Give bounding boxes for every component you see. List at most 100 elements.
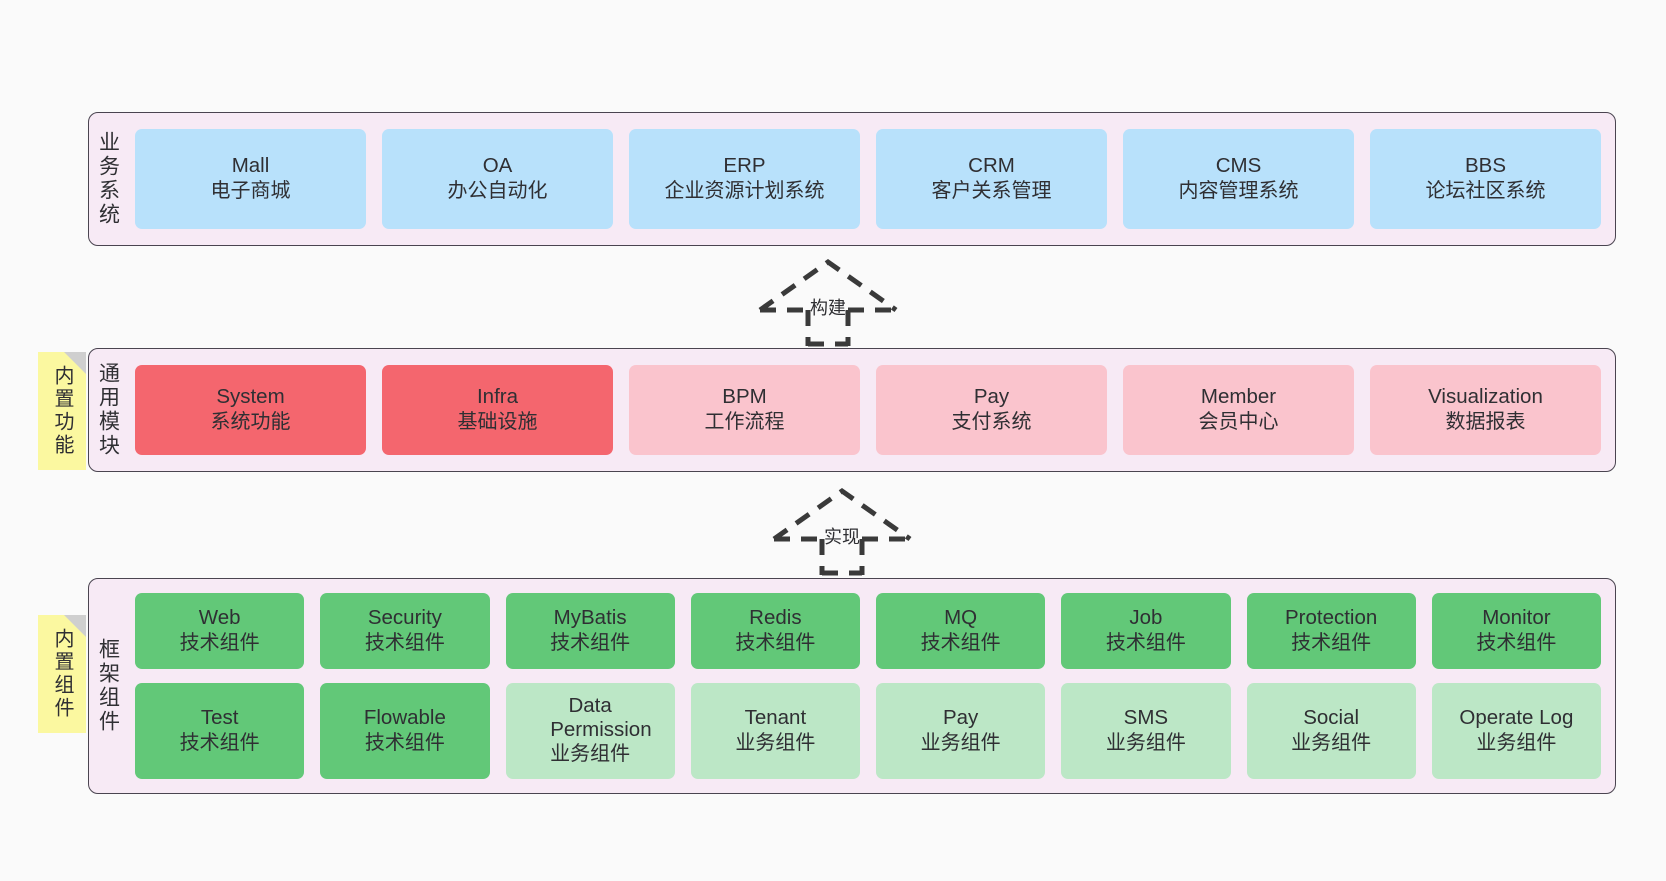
card-monitor[interactable]: Monitor 技术组件 — [1431, 593, 1601, 669]
card-subtitle: 技术组件 — [364, 732, 445, 755]
card-infra[interactable]: Infra 基础设施 — [382, 365, 613, 455]
card-visualization[interactable]: Visualization 数据报表 — [1370, 365, 1601, 455]
card-subtitle: 业务组件 — [920, 732, 1001, 755]
card-mybatis[interactable]: MyBatis 技术组件 — [505, 593, 675, 669]
note-fold-corner — [64, 352, 86, 374]
card-title: BPM — [722, 385, 767, 409]
card-title: Mall — [231, 154, 270, 178]
note-builtin-components: 内置组件 — [38, 615, 86, 733]
card-system[interactable]: System 系统功能 — [135, 365, 366, 455]
card-protection[interactable]: Protection 技术组件 — [1246, 593, 1416, 669]
layer-title-business: 业务系统 — [96, 131, 120, 227]
card-title: CMS — [1215, 154, 1262, 178]
layer-title-common: 通用模块 — [96, 362, 120, 458]
card-mall[interactable]: Mall 电子商城 — [135, 129, 366, 229]
note-label: 内置组件 — [51, 628, 73, 720]
layer-body-common: System 系统功能 Infra 基础设施 BPM 工作流程 Pay 支付系统… — [127, 349, 1615, 471]
card-subtitle: 客户关系管理 — [931, 180, 1052, 203]
card-title: MQ — [944, 605, 978, 629]
card-title: CRM — [968, 154, 1015, 178]
card-test[interactable]: Test 技术组件 — [135, 682, 305, 780]
card-data-permission[interactable]: Data Permission 业务组件 — [505, 682, 675, 780]
card-title: BBS — [1464, 154, 1507, 178]
card-social[interactable]: Social 业务组件 — [1246, 682, 1416, 780]
note-builtin-functions: 内置功能 — [38, 352, 86, 470]
card-title: Pay — [942, 705, 979, 729]
card-subtitle: 技术组件 — [179, 632, 260, 655]
card-subtitle: 业务组件 — [1476, 732, 1557, 755]
card-pay-component[interactable]: Pay 业务组件 — [876, 682, 1046, 780]
connector-build: 构建 — [756, 258, 900, 348]
card-redis[interactable]: Redis 技术组件 — [690, 593, 860, 669]
card-subtitle: 业务组件 — [1291, 732, 1372, 755]
card-operate-log[interactable]: Operate Log 业务组件 — [1431, 682, 1601, 780]
card-sms[interactable]: SMS 业务组件 — [1061, 682, 1231, 780]
card-subtitle: 技术组件 — [920, 632, 1001, 655]
layer-body-business: Mall 电子商城 OA 办公自动化 ERP 企业资源计划系统 CRM 客户关系… — [127, 113, 1615, 245]
card-subtitle: 技术组件 — [550, 632, 631, 655]
card-title: ERP — [723, 154, 766, 178]
card-subtitle: 系统功能 — [210, 411, 291, 434]
card-title: Operate Log — [1459, 705, 1574, 729]
card-title: Infra — [476, 385, 519, 409]
card-oa[interactable]: OA 办公自动化 — [382, 129, 613, 229]
card-flowable[interactable]: Flowable 技术组件 — [320, 682, 490, 780]
connector-implement: 实现 — [770, 487, 914, 577]
connector-build-label: 构建 — [810, 298, 846, 318]
layer-business-system: 业务系统 Mall 电子商城 OA 办公自动化 ERP 企业资源计划系统 CRM… — [88, 112, 1616, 246]
card-subtitle: 内容管理系统 — [1178, 180, 1299, 203]
card-member[interactable]: Member 会员中心 — [1123, 365, 1354, 455]
card-title: Protection — [1284, 605, 1378, 629]
card-subtitle: 工作流程 — [704, 411, 785, 434]
build-arrow-icon — [758, 258, 898, 347]
card-title: Monitor — [1482, 605, 1551, 629]
card-title: Redis — [749, 605, 802, 629]
card-row: Test 技术组件 Flowable 技术组件 Data Permission … — [135, 682, 1601, 780]
card-subtitle: 业务组件 — [550, 742, 631, 765]
layer-title-framework: 框架组件 — [96, 638, 120, 734]
note-fold-corner — [64, 615, 86, 637]
card-title: Social — [1303, 705, 1360, 729]
card-row: Mall 电子商城 OA 办公自动化 ERP 企业资源计划系统 CRM 客户关系… — [135, 129, 1601, 229]
card-subtitle: 技术组件 — [1476, 632, 1557, 655]
card-subtitle: 论坛社区系统 — [1425, 180, 1546, 203]
card-title: Web — [198, 605, 241, 629]
card-title: Job — [1129, 605, 1163, 629]
card-title: Test — [200, 705, 239, 729]
card-subtitle: 业务组件 — [735, 732, 816, 755]
card-bbs[interactable]: BBS 论坛社区系统 — [1370, 129, 1601, 229]
card-bpm[interactable]: BPM 工作流程 — [629, 365, 860, 455]
card-subtitle: 办公自动化 — [447, 180, 548, 203]
card-subtitle: 技术组件 — [364, 632, 445, 655]
card-title: Flowable — [363, 705, 446, 729]
card-job[interactable]: Job 技术组件 — [1061, 593, 1231, 669]
card-title: Pay — [973, 385, 1010, 409]
card-tenant[interactable]: Tenant 业务组件 — [690, 682, 860, 780]
card-subtitle: 技术组件 — [735, 632, 816, 655]
card-security[interactable]: Security 技术组件 — [320, 593, 490, 669]
card-title: Security — [367, 605, 442, 629]
card-subtitle: 企业资源计划系统 — [664, 180, 825, 203]
card-subtitle: 数据报表 — [1445, 411, 1526, 434]
card-title: System — [216, 385, 285, 409]
card-web[interactable]: Web 技术组件 — [135, 593, 305, 669]
layer-body-framework: Web 技术组件 Security 技术组件 MyBatis 技术组件 Redi… — [127, 579, 1615, 793]
card-cms[interactable]: CMS 内容管理系统 — [1123, 129, 1354, 229]
card-subtitle: 基础设施 — [457, 411, 538, 434]
card-pay[interactable]: Pay 支付系统 — [876, 365, 1107, 455]
card-row: Web 技术组件 Security 技术组件 MyBatis 技术组件 Redi… — [135, 593, 1601, 669]
card-subtitle: 技术组件 — [179, 732, 260, 755]
card-erp[interactable]: ERP 企业资源计划系统 — [629, 129, 860, 229]
card-subtitle: 业务组件 — [1105, 732, 1186, 755]
implement-arrow-icon — [772, 487, 912, 576]
card-title: MyBatis — [553, 605, 627, 629]
card-title: Member — [1200, 385, 1277, 409]
card-title: Visualization — [1428, 385, 1543, 409]
card-subtitle: 电子商城 — [210, 180, 291, 203]
card-crm[interactable]: CRM 客户关系管理 — [876, 129, 1107, 229]
note-label: 内置功能 — [51, 365, 73, 457]
card-mq[interactable]: MQ 技术组件 — [876, 593, 1046, 669]
layer-framework-component: 框架组件 Web 技术组件 Security 技术组件 MyBatis 技术组件… — [88, 578, 1616, 794]
card-title: Data Permission — [550, 694, 652, 741]
